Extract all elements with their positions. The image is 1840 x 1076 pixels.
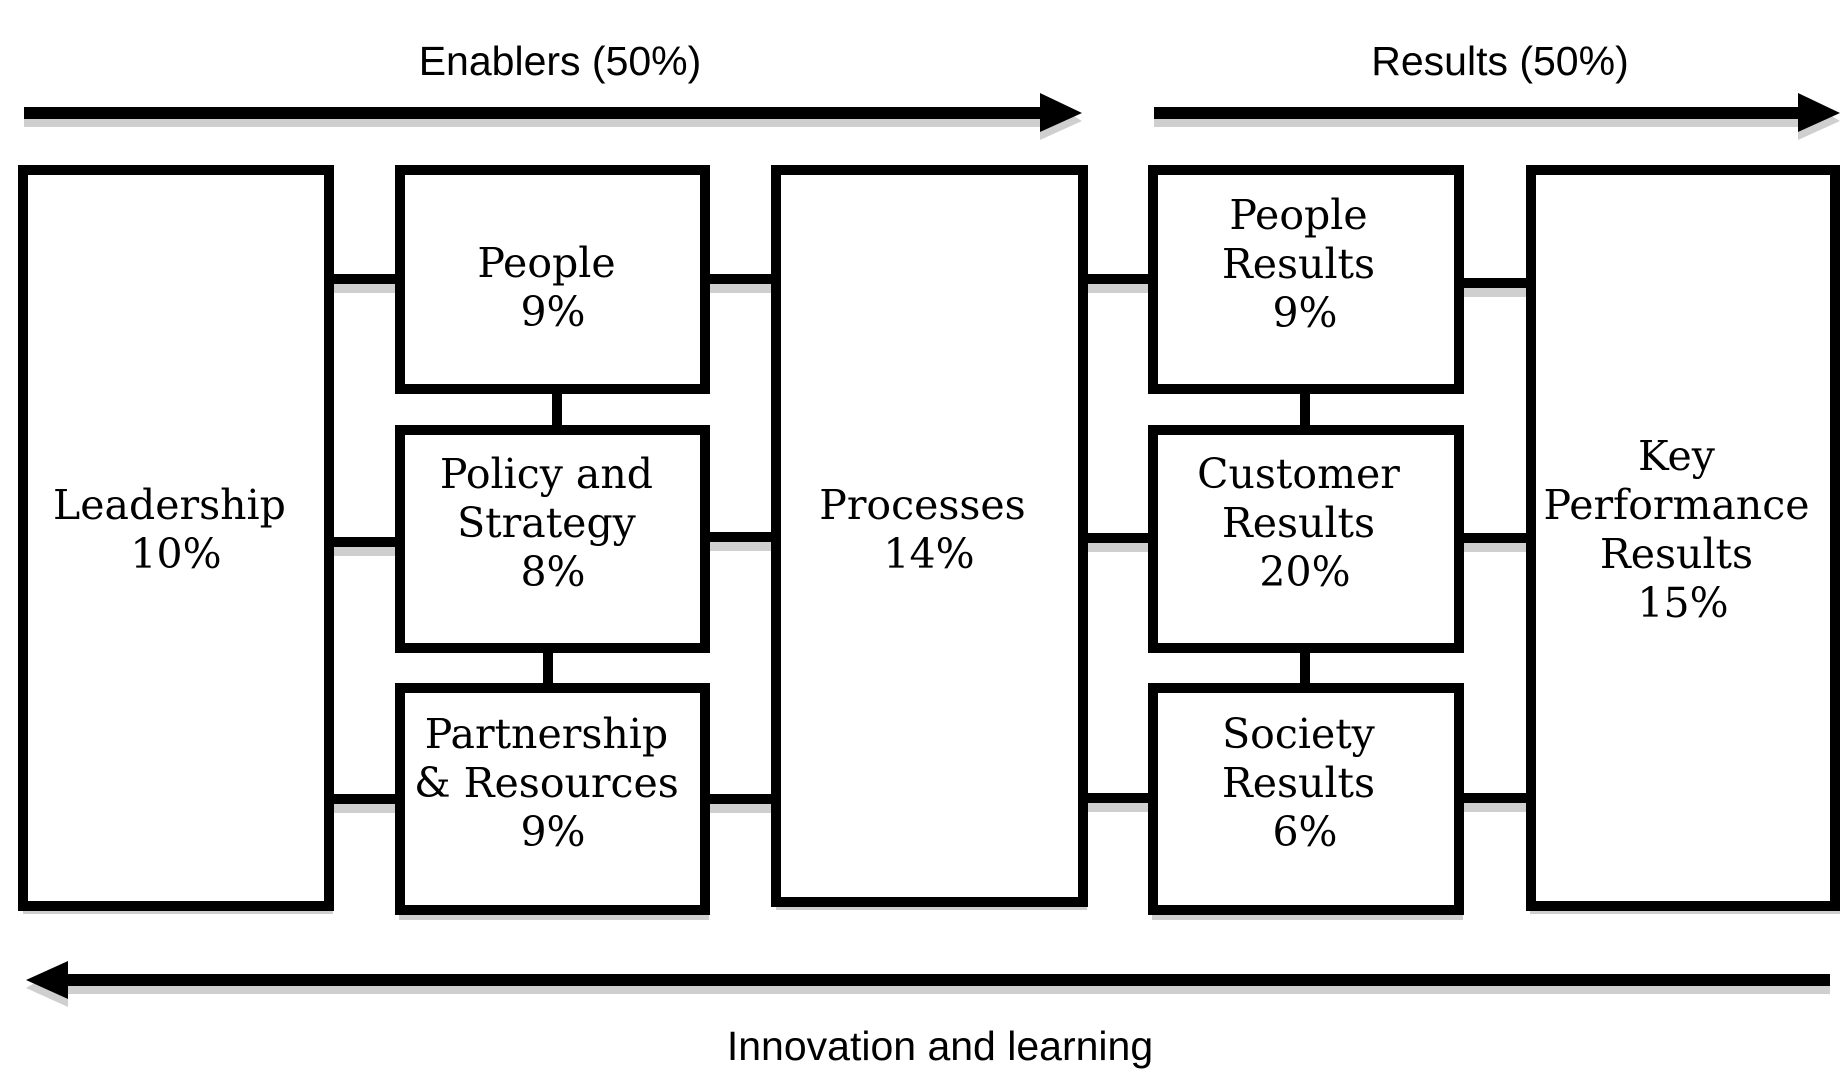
svg-text:Society Results 6%: Society Results 6%: [1222, 710, 1388, 856]
svg-text:People 9%: People 9%: [477, 239, 628, 336]
innovation-learning-arrow: [26, 961, 1830, 1007]
society-results-label-line2: Results: [1222, 759, 1375, 807]
box-processes: Processes 14%: [771, 165, 1088, 907]
box-customer-results: Customer Results 20%: [1148, 425, 1464, 653]
customer-results-label-line1: Customer: [1197, 450, 1400, 498]
connectors: [329, 274, 1532, 813]
customer-results-label-line2: Results: [1222, 499, 1375, 547]
svg-text:Partnership & Resources: Partnership & Resources 9%: [414, 710, 692, 856]
enablers-heading: Enablers (50%): [419, 38, 702, 84]
leadership-weight: 10%: [130, 530, 221, 578]
people-label: People: [477, 239, 615, 287]
people-results-label-line1: People: [1229, 191, 1367, 239]
svg-text:Processes 14%: Processes 14%: [819, 481, 1039, 578]
people-results-weight: 9%: [1272, 289, 1337, 337]
processes-label: Processes: [819, 481, 1025, 529]
svg-text:Leadership 10%: Leadership 10%: [53, 481, 299, 578]
policy-strategy-label-line2: Strategy: [457, 499, 637, 547]
svg-text:People Results 9%: People Results 9%: [1222, 191, 1388, 337]
partnership-resources-weight: 9%: [520, 808, 585, 856]
box-leadership: Leadership 10%: [18, 165, 334, 911]
partnership-resources-label-line2: & Resources: [414, 759, 679, 807]
svg-text:Key Performance Re: Key Performance Results 15%: [1543, 432, 1822, 627]
box-society-results: Society Results 6%: [1148, 683, 1464, 915]
svg-text:Policy and Strategy: Policy and Strategy 8%: [440, 450, 666, 596]
box-key-performance-results: Key Performance Results 15%: [1526, 165, 1840, 911]
enablers-arrow: [24, 93, 1082, 140]
results-heading: Results (50%): [1371, 38, 1628, 84]
customer-results-weight: 20%: [1259, 548, 1350, 596]
box-partnership-resources: Partnership & Resources 9%: [395, 683, 710, 915]
partnership-resources-label-line1: Partnership: [425, 710, 668, 758]
results-arrow: [1154, 93, 1840, 140]
key-performance-results-label-line3: Results: [1600, 530, 1753, 578]
key-performance-results-label-line2: Performance: [1543, 481, 1809, 529]
people-weight: 9%: [520, 288, 585, 336]
policy-strategy-label-line1: Policy and: [440, 450, 653, 498]
svg-text:Customer Results 2: Customer Results 20%: [1197, 450, 1413, 596]
box-policy-strategy: Policy and Strategy 8%: [395, 425, 710, 653]
box-people-results: People Results 9%: [1148, 165, 1464, 394]
key-performance-results-label-line1: Key: [1638, 432, 1716, 480]
society-results-weight: 6%: [1272, 808, 1337, 856]
policy-strategy-weight: 8%: [520, 548, 585, 596]
leadership-label: Leadership: [53, 481, 286, 529]
society-results-label-line1: Society: [1222, 710, 1376, 758]
box-people: People 9%: [395, 165, 710, 394]
innovation-learning-label: Innovation and learning: [727, 1023, 1153, 1069]
people-results-label-line2: Results: [1222, 240, 1375, 288]
processes-weight: 14%: [883, 530, 974, 578]
key-performance-results-weight: 15%: [1637, 579, 1728, 627]
